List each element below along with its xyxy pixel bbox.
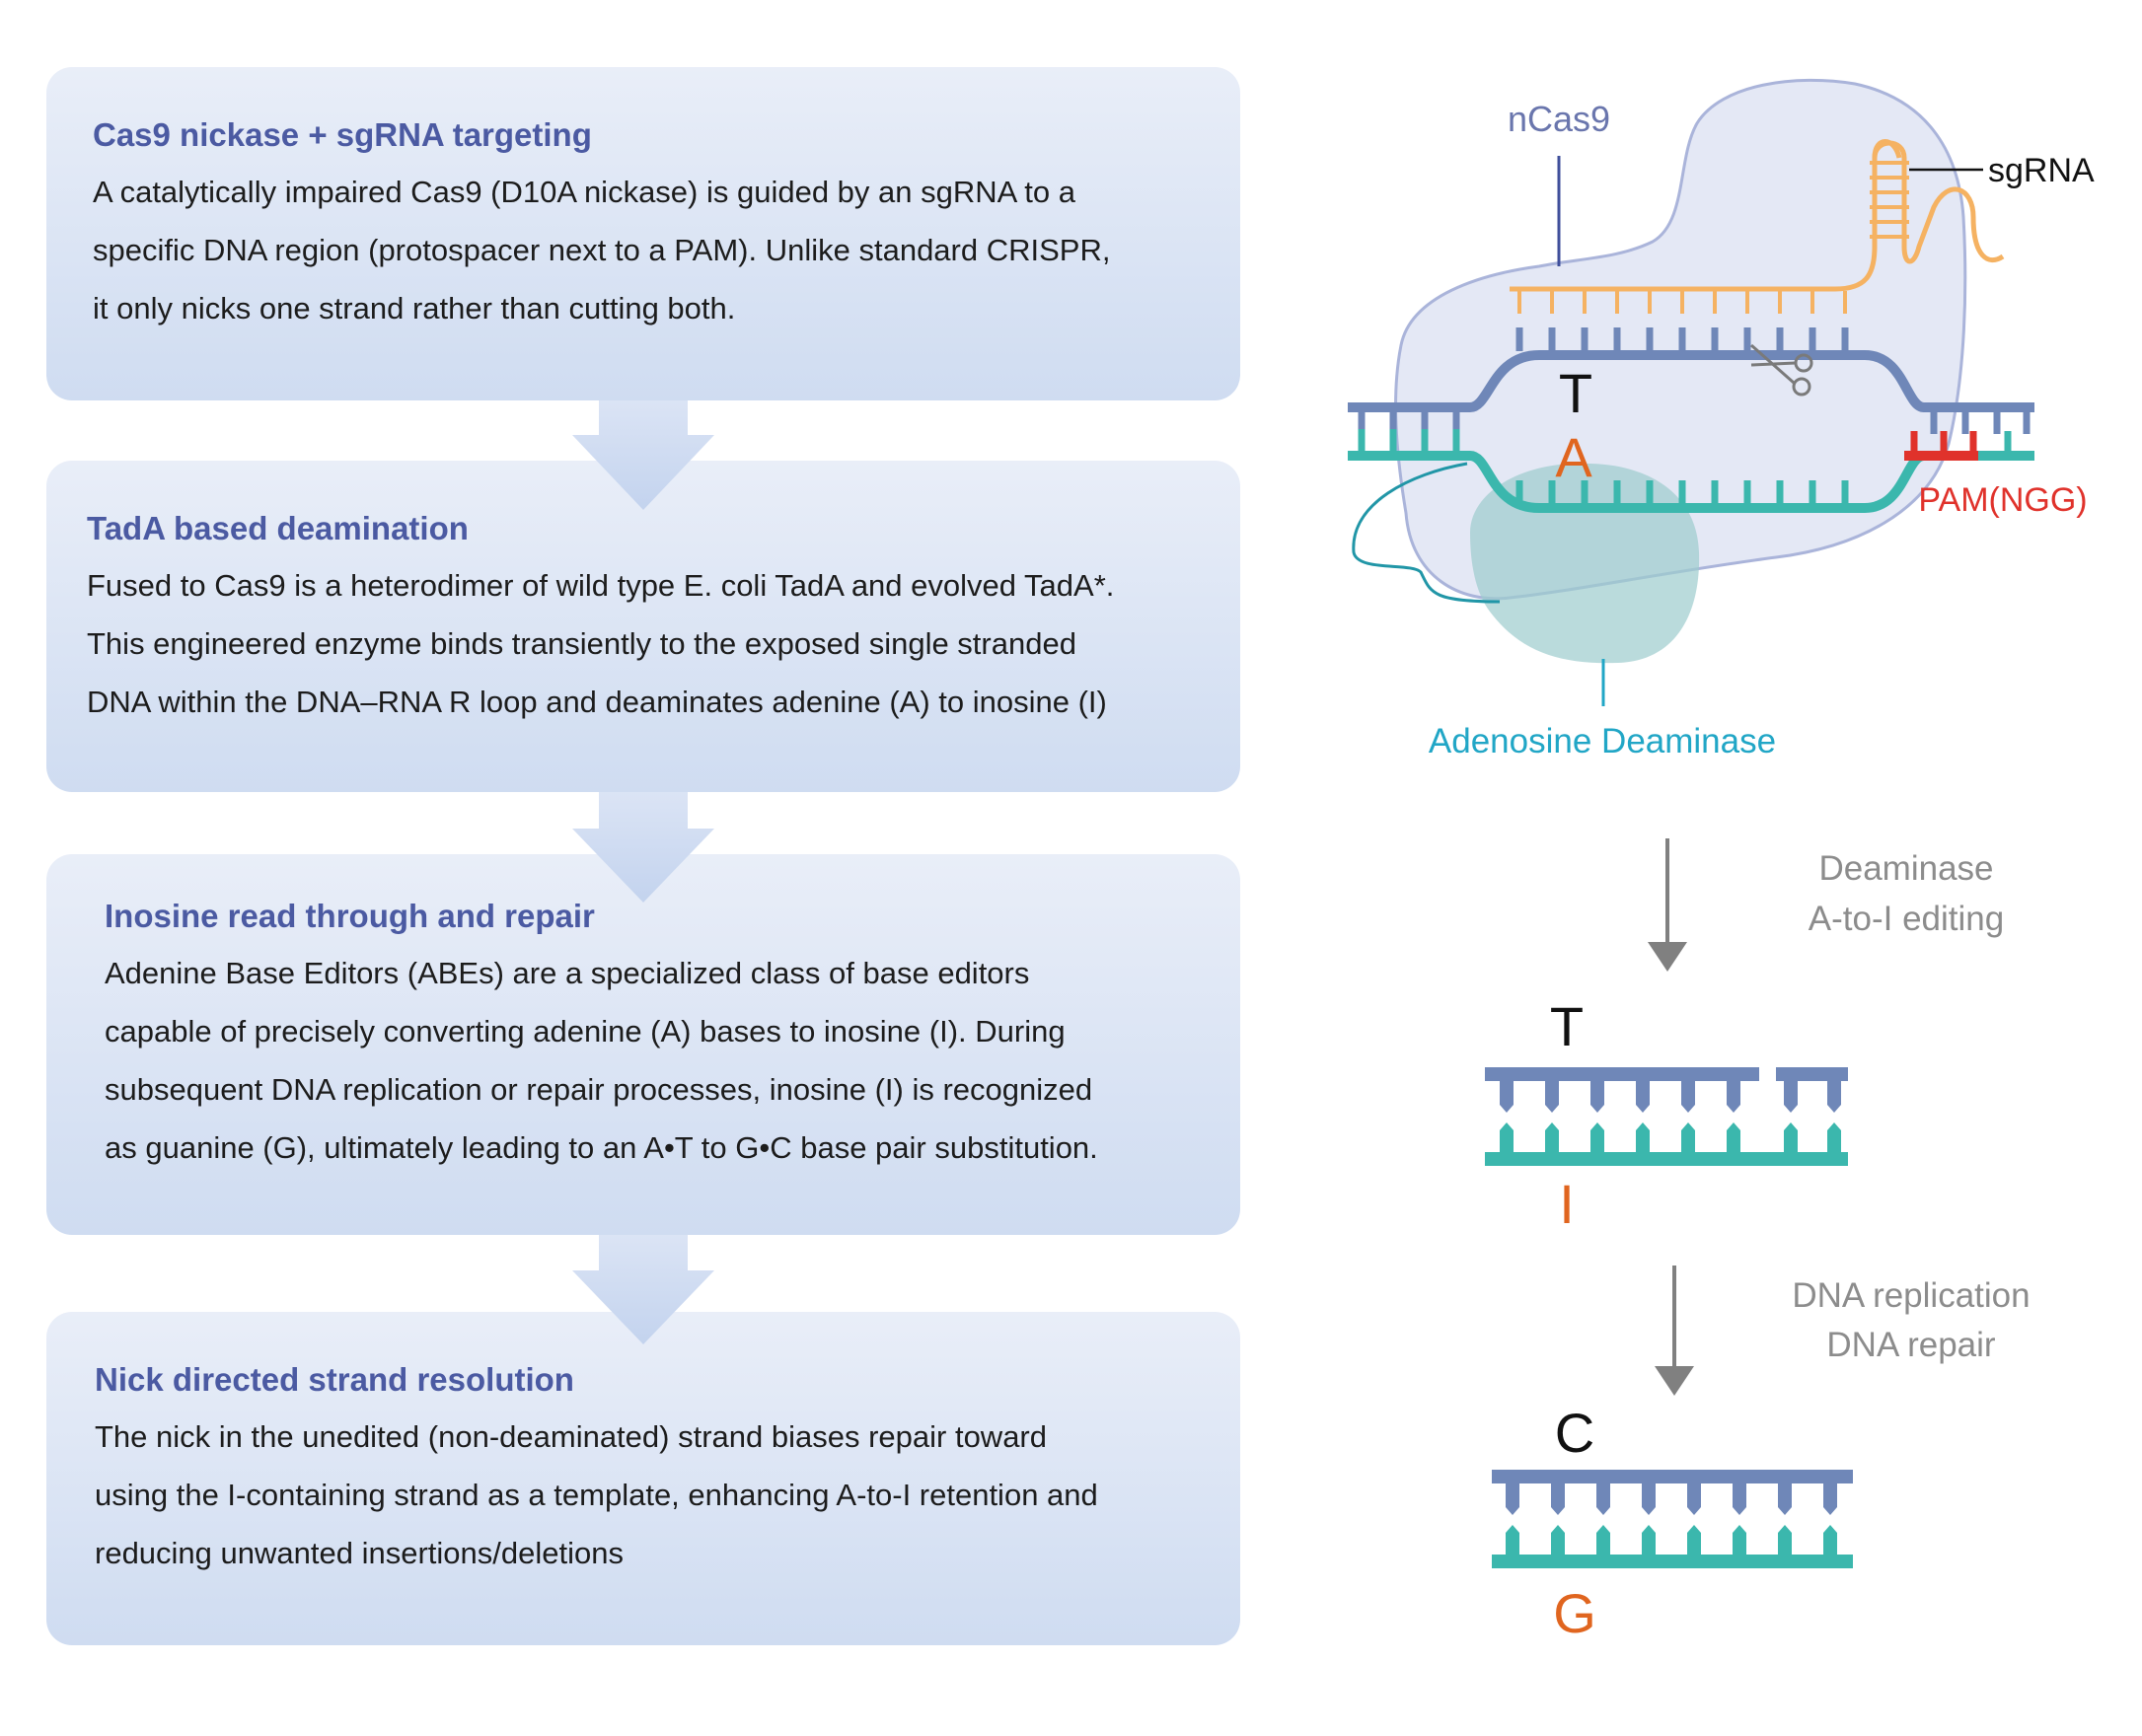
step-text-line: Adenine Base Editors (ABEs) are a specia… [105, 956, 1030, 990]
bottom-strand-bases-2 [1500, 1122, 1841, 1152]
target-strand-bases-up [1515, 327, 1849, 351]
flow-arrow-2 [572, 792, 714, 903]
top-strand-bases-3 [1506, 1483, 1837, 1515]
step-title: Inosine read through and repair [105, 898, 595, 934]
step-description: Adenine Base Editors (ABEs) are a specia… [105, 944, 1098, 1177]
step1-label-line2: A-to-I editing [1809, 900, 2004, 938]
step-text-line: reducing unwanted insertions/deletions [95, 1536, 624, 1570]
bottom-strand-bases-3 [1506, 1525, 1837, 1555]
bottom-strand-3 [1492, 1555, 1853, 1568]
non-target-strand-bases-bubble [1515, 480, 1849, 504]
step-text-line: A catalytically impaired Cas9 (D10A nick… [93, 175, 1075, 209]
step-description: The nick in the unedited (non-deaminated… [95, 1408, 1098, 1582]
sgrna-hairpin-rungs [1870, 161, 1909, 239]
bottom-strand-2 [1485, 1152, 1848, 1166]
step-text-line: capable of precisely converting adenine … [105, 1014, 1066, 1049]
step-box-1: Cas9 nickase + sgRNA targeting A catalyt… [46, 67, 1240, 400]
non-target-strand-bases-flank [1358, 429, 1460, 452]
step2-label-line1: DNA replication [1792, 1276, 2030, 1315]
step-title: Cas9 nickase + sgRNA targeting [93, 116, 592, 153]
top-strand-bases-2 [1500, 1081, 1841, 1113]
step-text-line: This engineered enzyme binds transiently… [87, 626, 1076, 661]
flow-arrow-1 [572, 400, 714, 510]
step-box-4: Nick directed strand resolution The nick… [46, 1312, 1240, 1645]
top-strand-3 [1492, 1470, 1853, 1483]
step-description: Fused to Cas9 is a heterodimer of wild t… [87, 556, 1114, 731]
process-arrow-2-head [1655, 1366, 1694, 1396]
top-strand-left-segment [1485, 1067, 1759, 1081]
top-base-letter-2: T [1550, 995, 1584, 1057]
target-strand [1348, 350, 2034, 412]
step-text-line: Fused to Cas9 is a heterodimer of wild t… [87, 568, 1115, 603]
scissors-icon [1750, 343, 1813, 397]
top-base-letter-3: C [1555, 1402, 1594, 1464]
bottom-base-letter: A [1555, 426, 1592, 488]
step-box-3: Inosine read through and repair Adenine … [46, 854, 1240, 1235]
step2-label-line2: DNA repair [1826, 1326, 1996, 1364]
top-strand-right-segment [1776, 1067, 1848, 1081]
adenosine-deaminase-blob [1470, 463, 1700, 664]
sgrna-hairpin [1510, 139, 2005, 292]
step-text-line: it only nicks one strand rather than cut… [93, 291, 736, 326]
step-text-line: specific DNA region (protospacer next to… [93, 233, 1111, 267]
top-base-letter: T [1559, 362, 1592, 424]
step-box-2: TadA based deamination Fused to Cas9 is … [46, 461, 1240, 792]
deaminase-linker [1352, 462, 1501, 604]
step-title: TadA based deamination [87, 510, 469, 546]
step-text-line: as guanine (G), ultimately leading to an… [105, 1130, 1098, 1165]
step-text-line: DNA within the DNA–RNA R loop and deamin… [87, 685, 1107, 719]
step1-label-line1: Deaminase [1818, 849, 1993, 888]
flow-arrow-3 [572, 1235, 714, 1344]
deaminase-label: Adenosine Deaminase [1429, 722, 1776, 760]
step-text-line: using the I-containing strand as a templ… [95, 1478, 1098, 1512]
bottom-base-letter-2: I [1559, 1173, 1575, 1235]
ncas9-label: nCas9 [1508, 99, 1610, 139]
bottom-base-letter-3: G [1553, 1582, 1596, 1644]
sgrna-spacer-teeth [1517, 291, 1847, 314]
step-text-line: subsequent DNA replication or repair pro… [105, 1072, 1093, 1107]
process-arrow-1-head [1648, 942, 1687, 972]
sgrna-label: sgRNA [1988, 152, 2095, 189]
step-description: A catalytically impaired Cas9 (D10A nick… [93, 163, 1110, 337]
pam-label: PAM(NGG) [1918, 481, 2087, 519]
step-title: Nick directed strand resolution [95, 1361, 574, 1398]
non-target-strand [1348, 451, 2034, 513]
step-text-line: The nick in the unedited (non-deaminated… [95, 1419, 1047, 1454]
pam-segment [1904, 431, 2012, 461]
